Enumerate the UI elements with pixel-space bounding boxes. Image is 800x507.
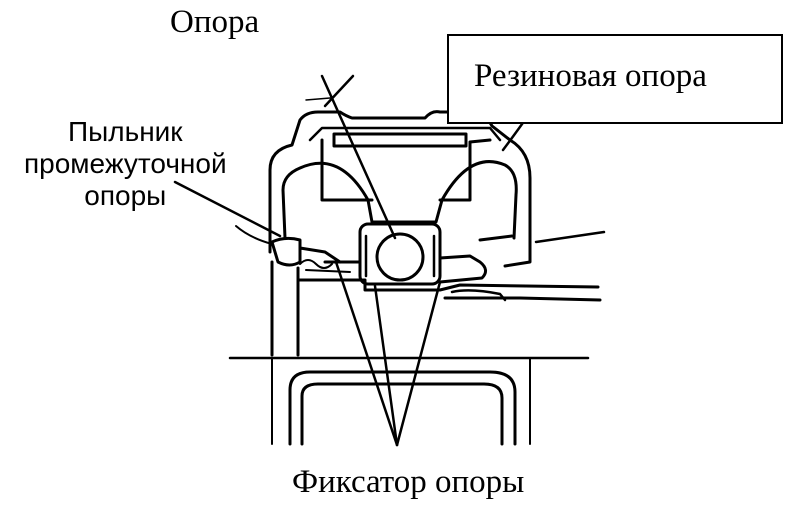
bearing-ball <box>375 232 425 282</box>
bearing-inner <box>364 234 436 278</box>
leader-lock-mid <box>373 284 399 447</box>
label-rubber-mount: Резиновая опора <box>474 58 707 94</box>
label-dust-cover-line1: Пыльник <box>68 116 183 147</box>
support-plate <box>332 132 468 148</box>
leader-right-edge <box>534 230 606 244</box>
support-cup <box>320 138 492 202</box>
crossmember-inner <box>300 382 504 446</box>
label-opora: Опора <box>170 4 260 40</box>
seal-left-ribs <box>299 259 351 273</box>
leader-lock-right <box>395 280 442 447</box>
mount-housing-outer <box>268 110 532 268</box>
label-dust-cover-line3: опоры <box>84 179 167 211</box>
rubber-mount-body <box>281 160 518 240</box>
leader-stray <box>305 97 331 101</box>
label-dust-cover-line2: промежуточной <box>24 147 227 179</box>
leader-dust <box>173 180 282 238</box>
label-rubber-mount-frame <box>447 34 783 124</box>
shaft-outline <box>270 260 602 357</box>
leader-dust-tail <box>235 225 273 245</box>
bearing-race <box>358 222 442 286</box>
label-dust-cover: Пыльник промежуточной опоры <box>24 116 227 212</box>
shaft-tip <box>450 289 507 302</box>
leader-opora-right <box>323 74 355 108</box>
leader-lock-left <box>334 260 399 447</box>
dust-cover-shape <box>270 236 362 267</box>
leader-opora-left <box>320 74 397 240</box>
rubber-mount-inner <box>308 126 502 142</box>
label-mount-lock: Фиксатор опоры <box>292 464 525 500</box>
seal-right <box>438 234 514 284</box>
frame-edges <box>271 357 531 445</box>
crossmember-outer <box>288 370 517 446</box>
